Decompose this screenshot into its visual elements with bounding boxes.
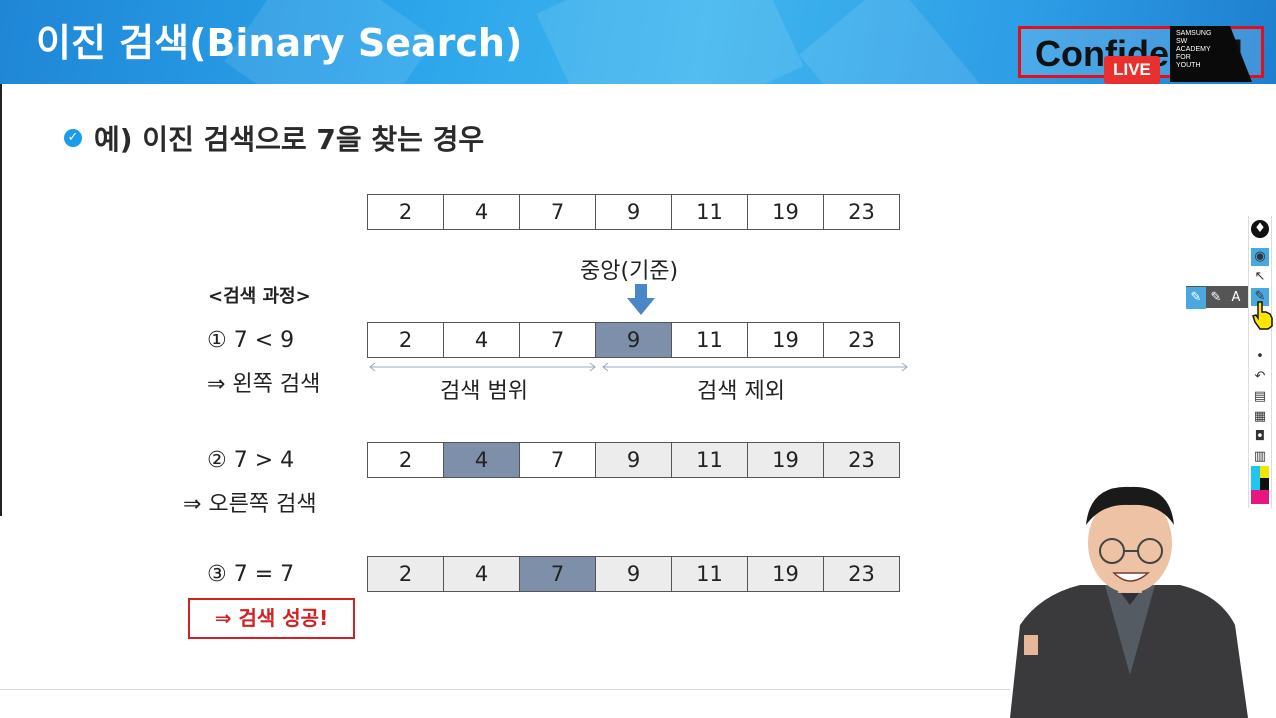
- pen-icon[interactable]: ✎: [1186, 287, 1206, 309]
- color-palette-icon[interactable]: [1251, 466, 1269, 504]
- array-cell: 9: [595, 194, 672, 230]
- camera-icon[interactable]: ◘: [1254, 429, 1266, 444]
- array-cell-excluded: 19: [747, 442, 824, 478]
- slide-subtitle: ✓ 예) 이진 검색으로 7을 찾는 경우: [64, 118, 484, 158]
- step1-array: 2 4 7 9 11 19 23: [367, 322, 900, 358]
- logo-line: FOR: [1176, 54, 1191, 61]
- presenter-camera: [1010, 485, 1248, 718]
- marker-icon[interactable]: ✎: [1210, 290, 1222, 305]
- clipboard-icon[interactable]: ▥: [1253, 449, 1267, 464]
- array-cell-excluded: 23: [823, 556, 900, 592]
- success-box: ⇒ 검색 성공!: [188, 598, 355, 639]
- array-cell: 11: [671, 194, 748, 230]
- step2-compare: ② 7 > 4: [207, 448, 295, 473]
- subtitle-text: 예) 이진 검색으로 7을 찾는 경우: [94, 123, 485, 156]
- array-cell-excluded: 2: [367, 556, 444, 592]
- search-range-label: 검색 범위: [440, 379, 528, 404]
- array-cell-middle: 4: [443, 442, 520, 478]
- array-cell: 23: [823, 194, 900, 230]
- array-cell: 4: [443, 322, 520, 358]
- text-icon[interactable]: A: [1231, 290, 1241, 305]
- step1-result: ⇒ 왼쪽 검색: [207, 372, 321, 397]
- slide-title: 이진 검색(Binary Search): [36, 21, 523, 65]
- slide-bottom-rule: [0, 689, 1010, 690]
- array-cell-excluded: 11: [671, 442, 748, 478]
- logo-line: ACADEMY: [1176, 46, 1211, 53]
- slide-header: 이진 검색(Binary Search): [0, 0, 1276, 84]
- presenter-image: [1010, 485, 1248, 718]
- ssafy-logo: SAMSUNG SW ACADEMY FOR YOUTH: [1170, 26, 1252, 82]
- check-icon: ✓: [64, 129, 82, 147]
- array-cell: 19: [747, 322, 824, 358]
- middle-label: 중앙(기준): [580, 259, 679, 284]
- array-cell: 7: [519, 194, 596, 230]
- step2-result: ⇒ 오른쪽 검색: [183, 492, 317, 517]
- array-cell-middle: 9: [595, 322, 672, 358]
- array-cell: 2: [367, 322, 444, 358]
- logo-line: SAMSUNG: [1176, 30, 1212, 37]
- step2-array: 2 4 7 9 11 19 23: [367, 442, 900, 478]
- pen-tip-icon[interactable]: ♦: [1251, 220, 1269, 238]
- live-badge: LIVE: [1104, 56, 1160, 84]
- pointer-icon[interactable]: ↖: [1254, 269, 1266, 284]
- array-cell-excluded: 4: [443, 556, 520, 592]
- logo-line: SW: [1176, 38, 1188, 45]
- down-arrow-icon: [627, 284, 655, 315]
- array-cell: 11: [671, 322, 748, 358]
- eye-icon[interactable]: ◉: [1251, 248, 1269, 266]
- header-decoration: [799, 0, 981, 84]
- logo-line: YOUTH: [1176, 62, 1201, 69]
- annotation-toolbar: ♦ ◉ ↖ ✎ • ↶ ▤ ▦ ◘ ▥: [1248, 216, 1272, 508]
- hand-cursor-icon: [1252, 301, 1273, 330]
- header-decoration: [536, 0, 804, 84]
- array-cell-excluded: 9: [595, 442, 672, 478]
- board-icon[interactable]: ▦: [1253, 409, 1267, 424]
- array-cell: 7: [519, 442, 596, 478]
- array-cell: 4: [443, 194, 520, 230]
- array-cell: 2: [367, 442, 444, 478]
- undo-icon[interactable]: ↶: [1254, 369, 1266, 384]
- window-edge: [0, 84, 2, 516]
- range-arrows: [369, 362, 908, 372]
- step1-compare: ① 7 < 9: [207, 328, 295, 353]
- dot-icon[interactable]: •: [1256, 349, 1264, 364]
- array-cell-excluded: 23: [823, 442, 900, 478]
- array-cell: 2: [367, 194, 444, 230]
- step3-compare: ③ 7 = 7: [207, 562, 295, 587]
- array-cell: 23: [823, 322, 900, 358]
- original-array: 2 4 7 9 11 19 23: [367, 194, 900, 230]
- array-cell: 7: [519, 322, 596, 358]
- excluded-range-label: 검색 제외: [697, 379, 785, 404]
- highlighter-icon[interactable]: ✎: [1251, 288, 1269, 306]
- array-cell: 19: [747, 194, 824, 230]
- trash-icon[interactable]: ▤: [1253, 389, 1267, 404]
- array-cell-excluded: 9: [595, 556, 672, 592]
- step3-array: 2 4 7 9 11 19 23: [367, 556, 900, 592]
- array-cell-excluded: 11: [671, 556, 748, 592]
- process-label: <검색 과정>: [208, 286, 311, 307]
- array-cell-excluded: 19: [747, 556, 824, 592]
- array-cell-found: 7: [519, 556, 596, 592]
- pen-options-bar: ✎ ✎ A: [1186, 286, 1248, 309]
